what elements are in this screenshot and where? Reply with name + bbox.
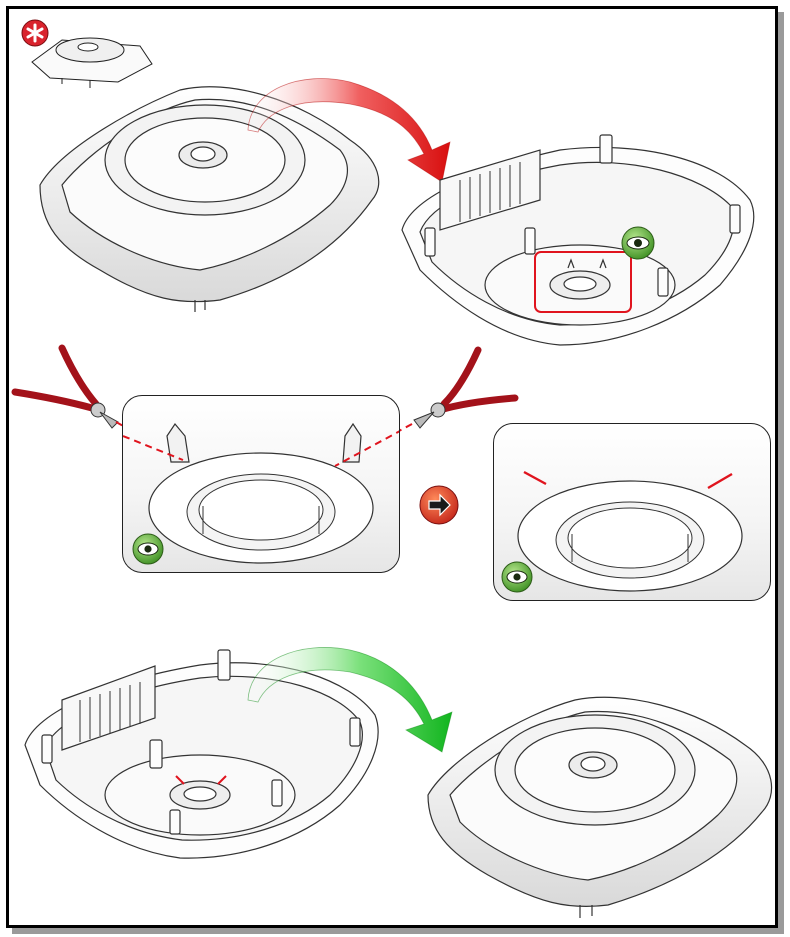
detail-panel-before: [122, 395, 400, 573]
asterisk-warning-icon: [21, 19, 49, 47]
closed-base-top: [39, 86, 380, 312]
pliers-left-icon: [11, 344, 119, 429]
thumbnail-closed-base: [31, 37, 153, 88]
eye-icon: [621, 226, 655, 260]
flip-arrow-red: [247, 78, 451, 183]
highlight-box: [534, 251, 632, 313]
detail-panel-after: [493, 423, 771, 601]
ring-tabs-removed: [517, 470, 743, 592]
pliers-right-icon: [413, 346, 519, 429]
ring-with-tabs: [123, 422, 399, 564]
open-base-top: [401, 134, 755, 346]
